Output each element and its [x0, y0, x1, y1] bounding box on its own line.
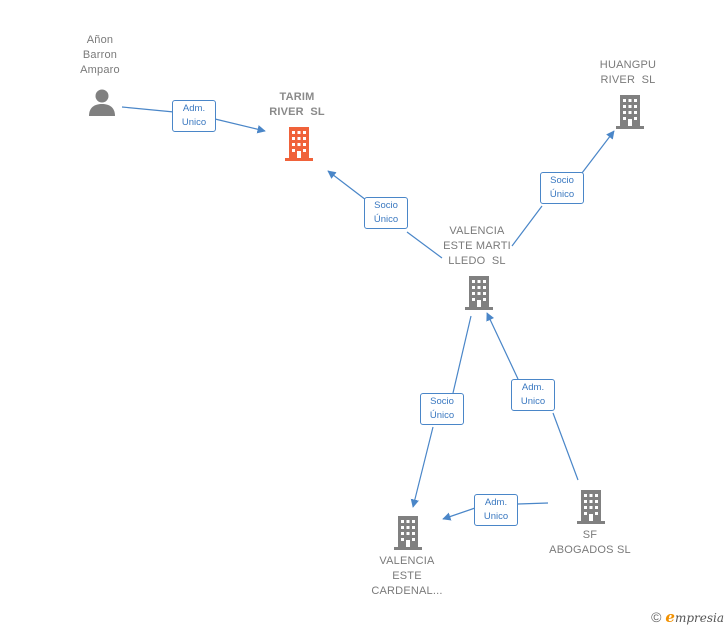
edge-label-line: Socio: [550, 175, 574, 186]
edge-label-line: Único: [373, 214, 399, 225]
edge-label-marti-cardenal[interactable]: Socio Único: [420, 393, 464, 425]
edge-label-sf-marti[interactable]: Adm. Unico: [511, 379, 555, 411]
edge-line-sf-cardenal: [443, 502, 549, 519]
node-label-line: TARIM: [279, 91, 315, 103]
node-label-line: CARDENAL...: [371, 585, 443, 597]
edge-line-marti-cardenal: [413, 315, 472, 507]
node-label-line: Añon: [86, 34, 114, 46]
edge-label-line: Socio: [430, 396, 454, 407]
building-icon-main[interactable]: [283, 125, 315, 161]
edge-label-line: Adm.: [484, 497, 508, 508]
edge-label-anon-tarim[interactable]: Adm. Unico: [172, 100, 216, 132]
edge-label-sf-cardenal[interactable]: Adm. Unico: [474, 494, 518, 526]
copyright-icon: ©: [651, 609, 662, 625]
edge-label-marti-huangpu[interactable]: Socio Único: [540, 172, 584, 204]
node-label-huangpu-river: HUANGPU RIVER SL: [588, 58, 668, 88]
edge-label-line: Unico: [483, 511, 509, 522]
edge-label-line: Unico: [520, 396, 546, 407]
brand-logo: empresia: [665, 608, 724, 626]
node-label-line: ABOGADOS SL: [549, 544, 631, 556]
node-label-line: RIVER SL: [600, 74, 656, 86]
node-label-anon-barron-amparo: Añon Barron Amparo: [60, 33, 140, 78]
edge-line-marti-huangpu: [511, 131, 614, 247]
building-icon[interactable]: [614, 93, 646, 129]
edge-label-line: Adm.: [182, 103, 206, 114]
edge-label-line: Unico: [181, 117, 207, 128]
node-label-line: VALENCIA: [449, 225, 505, 237]
node-label-line: SF: [582, 529, 598, 541]
node-label-line: RIVER SL: [269, 106, 325, 118]
edge-line-anon-tarim: [121, 106, 265, 131]
edge-label-marti-tarim[interactable]: Socio Único: [364, 197, 408, 229]
edge-label-line: Adm.: [521, 382, 545, 393]
node-label-line: VALENCIA: [379, 555, 435, 567]
building-icon[interactable]: [575, 488, 607, 524]
brand-text: mpresia: [674, 611, 724, 625]
node-label-valencia-este-marti-lledo: VALENCIA ESTE MARTI LLEDO SL: [432, 224, 522, 269]
edge-line-marti-tarim: [328, 171, 443, 259]
node-label-line: ESTE: [392, 570, 422, 582]
node-label-line: ESTE MARTI: [443, 240, 511, 252]
edge-line-sf-marti: [487, 313, 579, 481]
node-label-tarim-river: TARIM RIVER SL: [252, 90, 342, 120]
edge-label-line: Socio: [374, 200, 398, 211]
node-label-valencia-este-cardenal: VALENCIA ESTE CARDENAL...: [362, 554, 452, 599]
node-label-sf-abogados: SF ABOGADOS SL: [540, 528, 640, 558]
brand-initial: e: [665, 608, 675, 626]
node-label-line: LLEDO SL: [448, 255, 506, 267]
edge-label-line: Único: [429, 410, 455, 421]
watermark: © empresia: [651, 608, 724, 626]
building-icon[interactable]: [463, 274, 495, 310]
node-label-line: HUANGPU: [599, 59, 657, 71]
edge-label-line: Único: [549, 189, 575, 200]
node-label-line: Amparo: [80, 64, 120, 76]
node-label-line: Barron: [82, 49, 118, 61]
person-icon[interactable]: [87, 88, 117, 116]
building-icon[interactable]: [392, 514, 424, 550]
